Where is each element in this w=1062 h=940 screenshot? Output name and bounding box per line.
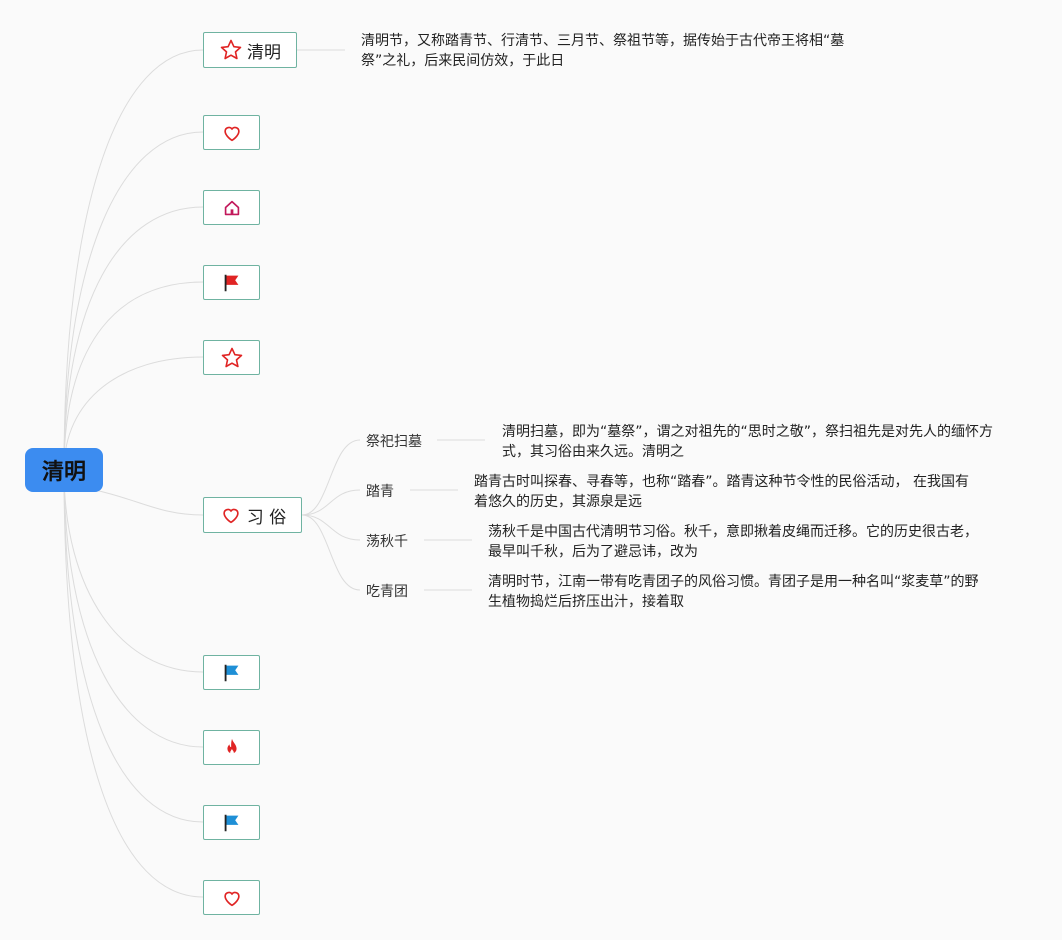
topic-blue-flag-2[interactable] [203, 805, 260, 840]
topic-red-flag[interactable] [203, 265, 260, 300]
topic-home[interactable] [203, 190, 260, 225]
topic-blue-flag-1[interactable] [203, 655, 260, 690]
heart-icon [219, 503, 243, 527]
subtopic-spring-outing[interactable]: 踏青 [366, 484, 394, 500]
subtopic-swing[interactable]: 荡秋千 [366, 534, 408, 550]
note-tomb-sweeping: 清明扫墓，即为“墓祭”，谓之对祖先的“思时之敬”，祭扫祖先是对先人的缅怀方式，其… [502, 424, 994, 460]
note-qingtuan: 清明时节，江南一带有吃青团子的风俗习惯。青团子是用一种名叫“浆麦草”的野生植物捣… [488, 574, 979, 610]
home-icon [220, 196, 244, 220]
star-icon [220, 346, 244, 370]
note-qingming: 清明节，又称踏青节、行清节、三月节、祭祖节等，据传始于古代帝王将相“墓祭”之礼，… [361, 33, 845, 69]
note-swing: 荡秋千是中国古代清明节习俗。秋千，意即揪着皮绳而迁移。它的历史很古老，最早叫千秋… [488, 524, 978, 560]
topic-customs[interactable]: 习 俗 [203, 497, 302, 533]
blue-flag-icon [220, 811, 244, 835]
topic-heart-1[interactable] [203, 115, 260, 150]
topic-heart-2[interactable] [203, 880, 260, 915]
heart-icon [220, 121, 244, 145]
topic-fire[interactable] [203, 730, 260, 765]
fire-icon [220, 736, 244, 760]
subtopic-tomb-sweeping[interactable]: 祭祀扫墓 [366, 434, 422, 450]
red-flag-icon [220, 271, 244, 295]
heart-icon [220, 886, 244, 910]
note-spring-outing: 踏青古时叫探春、寻春等，也称“踏春”。踏青这种节令性的民俗活动， 在我国有着悠久… [474, 474, 969, 510]
subtopic-qingtuan[interactable]: 吃青团 [366, 584, 408, 600]
topic-qingming[interactable]: 清明 [203, 32, 297, 68]
star-icon [219, 38, 243, 62]
root-topic[interactable]: 清明 [25, 448, 103, 492]
topic-star[interactable] [203, 340, 260, 375]
blue-flag-icon [220, 661, 244, 685]
